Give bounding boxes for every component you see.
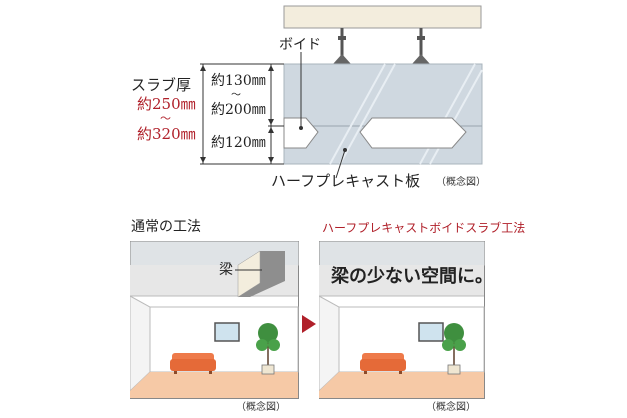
ceiling-board bbox=[283, 5, 482, 29]
slab-cross-section-diagram bbox=[200, 5, 483, 179]
floor bbox=[130, 372, 298, 398]
void-slab-note: （概念図） bbox=[426, 402, 476, 413]
slab-body bbox=[283, 63, 483, 165]
window bbox=[214, 322, 240, 342]
sofa bbox=[170, 353, 216, 374]
dimension-lines bbox=[200, 63, 284, 165]
void-slab-room-illustration bbox=[319, 241, 485, 399]
beam-leader bbox=[235, 269, 262, 271]
hanger-bolt-right bbox=[412, 28, 430, 64]
slab-thickness-label: スラブ厚 bbox=[131, 76, 192, 94]
window-right bbox=[418, 322, 444, 342]
beam-front bbox=[237, 250, 261, 298]
conventional-note: （概念図） bbox=[236, 402, 286, 413]
precast-leader bbox=[335, 149, 346, 179]
void-label: ボイド bbox=[279, 37, 321, 53]
sofa-right bbox=[360, 353, 406, 374]
plant-right bbox=[442, 323, 466, 375]
conventional-title: 通常の工法 bbox=[131, 219, 201, 235]
slab-thickness-max: 約320㎜ bbox=[137, 125, 196, 143]
void-center bbox=[359, 117, 467, 149]
slab-thickness-min: 約250㎜ bbox=[137, 95, 196, 113]
transition-arrow-icon bbox=[302, 315, 316, 333]
lower-dim: 約120㎜ bbox=[211, 135, 266, 151]
upper-dim-tilde: ～ bbox=[231, 90, 241, 101]
top-note: （概念図） bbox=[436, 177, 486, 188]
upper-dim-min: 約130㎜ bbox=[211, 73, 266, 89]
void-left bbox=[283, 117, 319, 149]
upper-dim-max: 約200㎜ bbox=[211, 102, 266, 118]
conventional-room-illustration bbox=[130, 241, 299, 399]
hanger-bolt-left bbox=[333, 28, 351, 64]
precast-label: ハーフプレキャスト板 bbox=[271, 172, 421, 190]
slab-thickness-tilde: ～ bbox=[160, 112, 171, 125]
plant bbox=[256, 323, 280, 375]
void-slab-caption: 梁の少ない空間に。 bbox=[331, 266, 493, 287]
beam-side bbox=[238, 251, 285, 297]
void-slab-title: ハーフプレキャストボイドスラブ工法 bbox=[322, 221, 526, 235]
dimension-arrows bbox=[200, 65, 274, 163]
beam-label: 梁 bbox=[219, 262, 233, 278]
